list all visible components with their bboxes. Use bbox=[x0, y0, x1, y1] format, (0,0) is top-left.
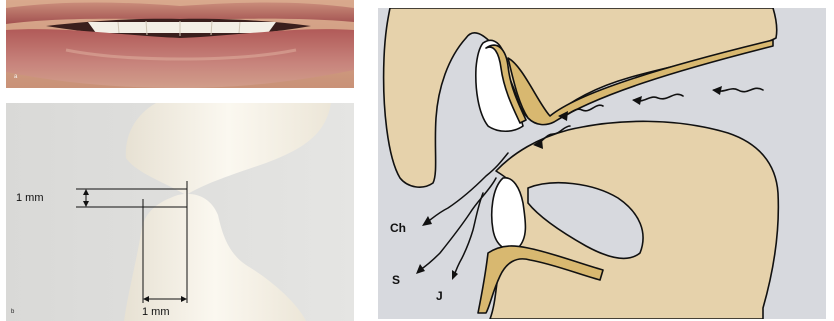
tooth-model-panel: 1 mm 1 mm b bbox=[6, 103, 354, 321]
label-ch: Ch bbox=[390, 221, 406, 235]
horizontal-measure-label: 1 mm bbox=[142, 306, 170, 318]
vertical-measure-label: 1 mm bbox=[16, 192, 44, 204]
airflow-diagram: Ch S J bbox=[378, 8, 826, 319]
label-s: S bbox=[392, 273, 400, 287]
panel-b-letter: b bbox=[11, 309, 14, 315]
airflow-diagram-panel: Ch S J bbox=[378, 8, 826, 319]
tooth-model-diagram: 1 mm 1 mm bbox=[6, 103, 354, 321]
panel-a-letter: a bbox=[14, 74, 17, 80]
smile-photo-panel: a bbox=[6, 0, 354, 88]
smile-photo bbox=[6, 0, 354, 88]
label-j: J bbox=[436, 289, 443, 303]
